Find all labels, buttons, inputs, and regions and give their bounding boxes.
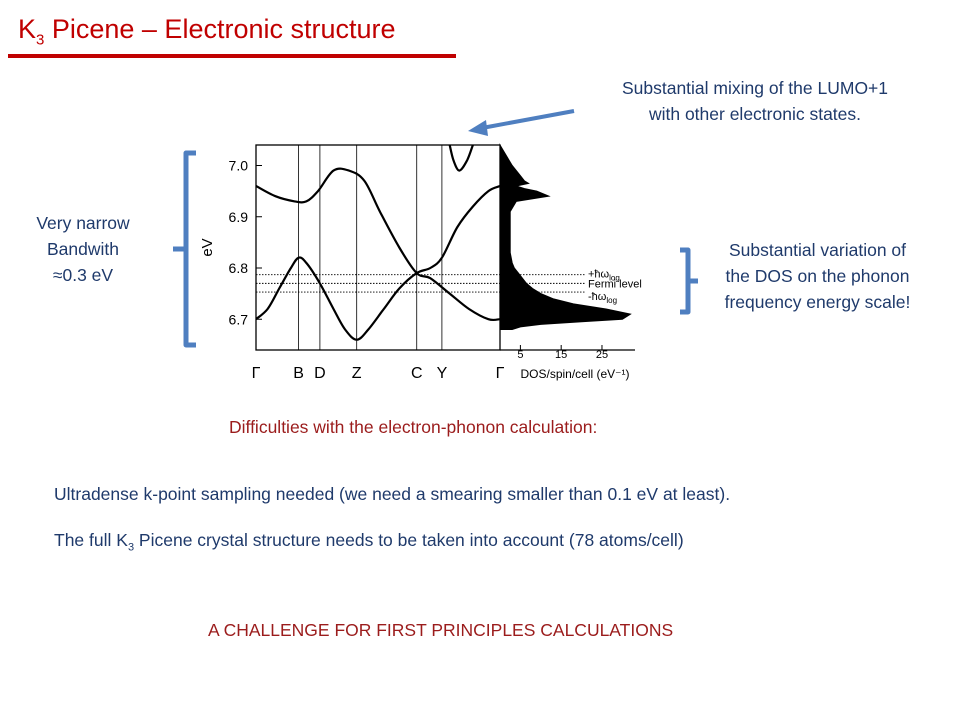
arrow-head	[468, 120, 488, 136]
kpoint-label: B	[293, 365, 304, 382]
kpoint-label: D	[314, 365, 326, 382]
callout-lumo-mixing: Substantial mixing of the LUMO+1 with ot…	[621, 78, 889, 124]
annotation-fermi-level: Fermi level	[588, 278, 642, 290]
kpoint-label: Z	[352, 365, 362, 382]
dos-x-tick-label: 25	[596, 349, 608, 361]
y-axis-label: eV	[200, 238, 216, 256]
annotation-plus-hw-sub: log	[609, 274, 620, 283]
bullet-crystal-structure: The full K3 Picene crystal structure nee…	[54, 530, 684, 554]
band-curve-2	[256, 184, 500, 341]
slide-title: K3 Picene – Electronic structure	[18, 14, 396, 49]
kpoint-label: Y	[437, 365, 448, 382]
left-bracket	[173, 150, 196, 348]
annotation-minus-hw: -ħωlog	[588, 291, 617, 305]
kpoint-label: C	[411, 365, 423, 382]
difficulties-heading: Difficulties with the electron-phonon ca…	[229, 417, 598, 437]
dos-x-tick-label: 15	[555, 349, 567, 361]
title-underline	[8, 54, 456, 58]
right-bracket	[680, 247, 698, 315]
callout-dos-variation: Substantial variation of the DOS on the …	[724, 240, 911, 312]
callout-bandwidth: Very narrow Bandwith ≈0.3 eV	[36, 213, 130, 285]
bullet-kpoint-sampling: Ultradense k-point sampling needed (we n…	[54, 484, 731, 504]
dos-x-tick-label: 5	[517, 349, 523, 361]
y-tick-label: 6.9	[229, 209, 249, 225]
dos-area	[499, 143, 632, 330]
y-tick-label: 6.8	[229, 260, 249, 276]
kpoint-label: Γ	[252, 365, 261, 382]
y-tick-label: 6.7	[229, 311, 249, 327]
band-curve-1	[256, 167, 500, 322]
dos-x-axis-label: DOS/spin/cell (eV⁻¹)	[520, 367, 629, 381]
annotation-minus-hw-sub: log	[606, 296, 617, 305]
arrow-line	[481, 109, 575, 130]
band-frame	[255, 144, 501, 351]
y-tick-label: 7.0	[229, 158, 249, 174]
kpoint-label: Γ	[496, 365, 505, 382]
challenge-text: A CHALLENGE FOR FIRST PRINCIPLES CALCULA…	[208, 620, 674, 640]
band-curve-3	[448, 145, 474, 172]
